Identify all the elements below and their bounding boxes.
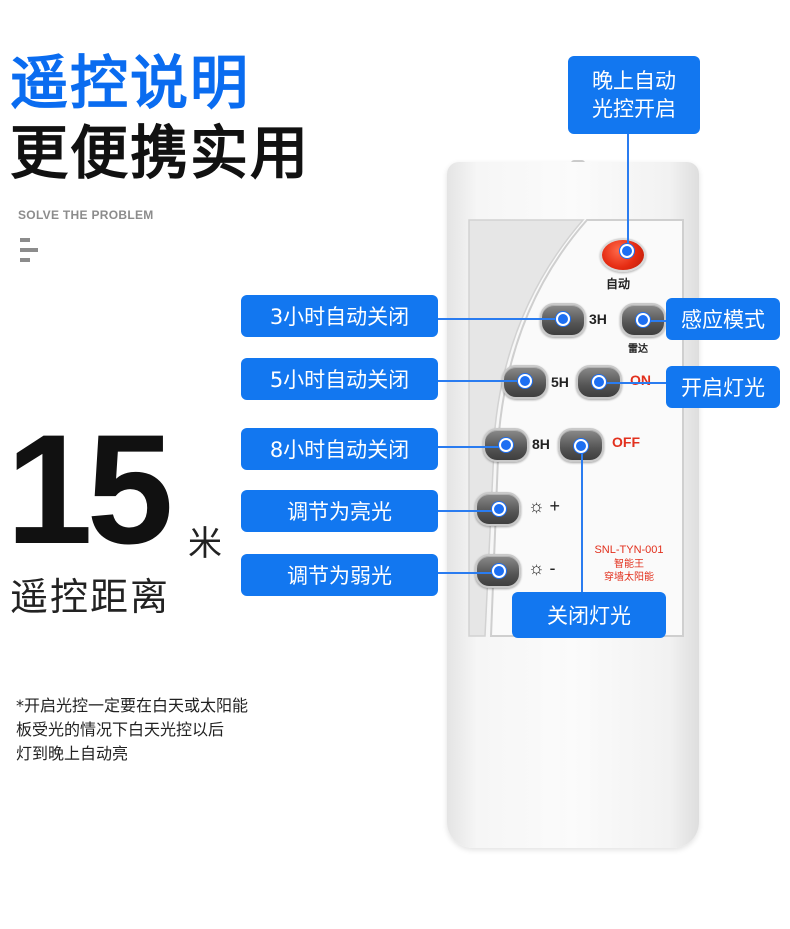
callout-dimmer: 调节为弱光 [241,554,438,596]
connector-8h [437,446,507,448]
page-subtitle: 更便携实用 [10,119,311,187]
8h-label: 8H [532,436,550,452]
brand-name: 智能王 [614,559,644,570]
subtitle-english: SOLVE THE PROBLEM [18,208,154,222]
callout-sensor-mode: 感应模式 [666,298,780,340]
distance-unit: 米 [188,524,222,564]
3h-label: 3H [589,311,607,327]
auto-label: 自动 [606,277,631,291]
callout-off-8h: 8小时自动关闭 [241,428,438,470]
connector-3h [437,318,563,320]
connector-dimmer [437,572,499,574]
callout-brighter: 调节为亮光 [241,490,438,532]
callout-off-3h: 3小时自动关闭 [241,295,438,337]
connector-auto [627,134,629,252]
marker-brighter [492,502,506,516]
connector-off [581,448,583,592]
marker-dimmer [492,564,506,578]
note-line-3: 灯到晚上自动亮 [16,744,129,763]
5h-label: 5H [551,374,569,390]
distance-number: 15 [6,403,174,577]
note-line-1: *开启光控一定要在白天或太阳能 [16,696,249,715]
connector-5h [437,380,525,382]
callout-auto-light-line2: 光控开启 [592,97,676,121]
radar-label: 雷达 [628,344,648,355]
callout-light-on: 开启灯光 [666,366,780,408]
marker-radar [636,313,650,327]
brand-subtitle: 穿墙太阳能 [604,572,654,583]
marker-5h [518,374,532,388]
callout-off-5h: 5小时自动关闭 [241,358,438,400]
off-label: OFF [612,434,640,450]
usage-note: *开启光控一定要在白天或太阳能 板受光的情况下白天光控以后 灯到晚上自动亮 [16,694,306,766]
callout-auto-light-line1: 晚上自动 [592,69,676,93]
brightness-down-icon: ☼ - [528,558,556,578]
callout-auto-light: 晚上自动 光控开启 [568,56,700,134]
connector-on [599,382,667,384]
decorative-dash-icon [20,238,40,264]
brightness-up-icon: ☼ + [528,496,561,516]
marker-on [592,375,606,389]
connector-brighter [437,510,499,512]
distance-caption: 遥控距离 [10,575,171,619]
page-title: 遥控说明 [10,49,251,117]
connector-radar [643,320,667,322]
on-label: ON [630,372,651,388]
marker-off [574,439,588,453]
marker-8h [499,438,513,452]
callout-light-off: 关闭灯光 [512,592,666,638]
marker-3h [556,312,570,326]
note-line-2: 板受光的情况下白天光控以后 [16,720,225,739]
model-number: SNL-TYN-001 [594,544,664,556]
marker-auto [620,244,634,258]
